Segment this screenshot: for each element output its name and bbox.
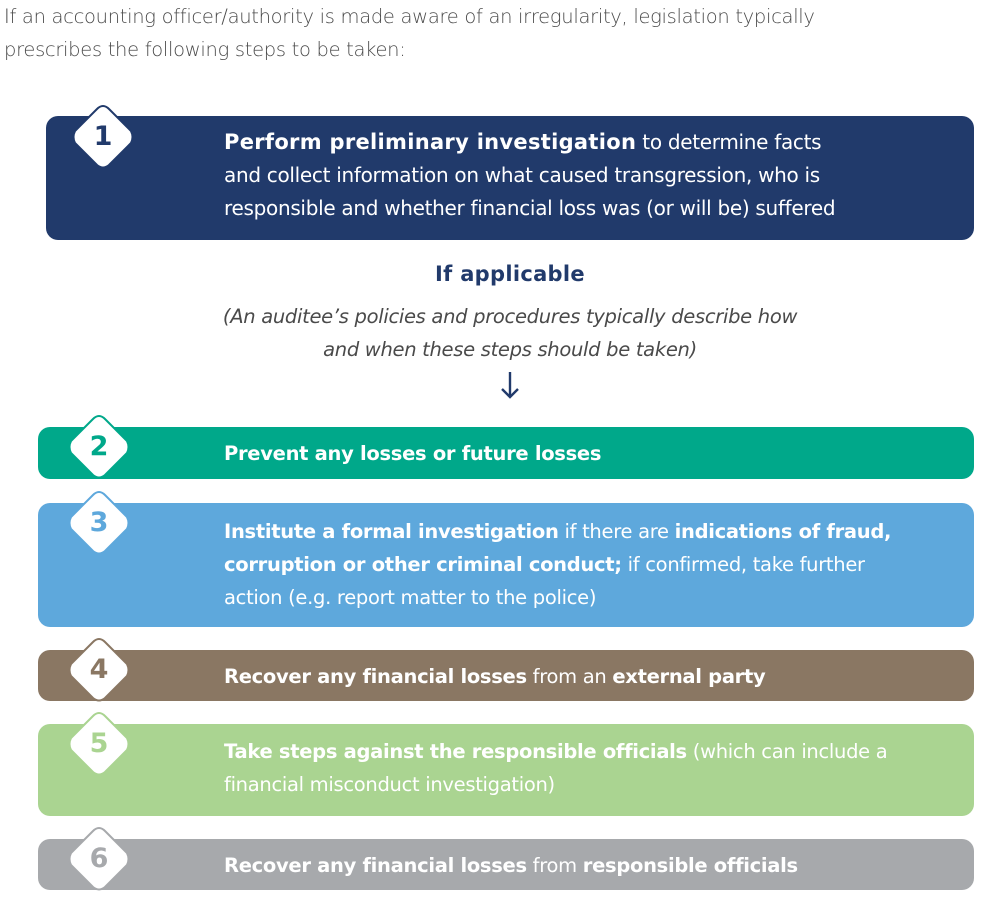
step-4-text: Recover any financial losses from an ext… [224,660,934,693]
diamond-icon [68,711,130,776]
intro-line-2: prescribes the following steps to be tak… [4,38,406,61]
arrow-down-icon [501,372,519,399]
step-6-text: Recover any financial losses from respon… [224,849,934,882]
step-2-bold: Prevent any losses or future losses [224,442,602,465]
step-3-badge: 3 [66,490,132,556]
step-3-text: Institute a formal investigation if ther… [224,515,934,614]
step-4-rest: from an [526,665,613,688]
step-5-text: Take steps against the responsible offic… [224,735,934,801]
intro-line-1: If an accounting officer/authority is ma… [4,5,815,28]
note-line-2: and when these steps should be taken) [323,338,697,361]
step-6-box: Recover any financial losses from respon… [38,839,974,890]
step-5-bold: Take steps against the responsible offic… [224,740,687,763]
step-2-box: Prevent any losses or future losses [38,427,974,479]
step-3-box: Institute a formal investigation if ther… [38,503,974,627]
step-5-badge: 5 [66,711,132,777]
step-6-bold-2: responsible officials [582,854,798,877]
step-1-box: Perform preliminary investigation to det… [46,116,974,240]
step-3-number: 3 [89,507,109,538]
step-1-bold: Perform preliminary investigation [224,130,637,154]
step-3-bold-3: corruption or other criminal conduct; [224,553,622,576]
step-2-text: Prevent any losses or future losses [224,437,934,470]
step-1-number: 1 [93,121,113,152]
step-5-rest: (which can include a [686,740,888,763]
step-4-number: 4 [89,654,109,685]
step-3-line-3: action (e.g. report matter to the police… [224,586,597,609]
note-line-1: (An auditee’s policies and procedures ty… [222,305,798,328]
diamond-icon [68,490,130,555]
if-applicable-heading: If applicable [435,262,585,286]
step-4-bold: Recover any financial losses [224,665,527,688]
step-5-line-2: financial misconduct investigation) [224,773,555,796]
step-2-badge: 2 [66,414,132,480]
step-1-text-rest: to determine facts [636,130,822,154]
step-6-number: 6 [89,843,109,874]
step-1-line-3: responsible and whether financial loss w… [224,196,836,220]
step-5-number: 5 [89,728,109,759]
step-4-box: Recover any financial losses from an ext… [38,650,974,701]
step-6-rest: from [526,854,583,877]
step-3-bold-2: indications of fraud, [674,520,892,543]
diamond-icon [68,826,130,891]
diamond-icon [72,104,134,169]
step-6-badge: 6 [66,826,132,892]
step-3-rest: if there are [558,520,675,543]
diamond-icon [68,414,130,479]
if-applicable-note: (An auditee’s policies and procedures ty… [150,300,870,366]
step-3-bold: Institute a formal investigation [224,520,559,543]
intro-paragraph: If an accounting officer/authority is ma… [4,0,964,66]
diamond-icon [68,637,130,702]
step-5-box: Take steps against the responsible offic… [38,724,974,816]
step-1-text: Perform preliminary investigation to det… [224,126,934,225]
step-4-badge: 4 [66,637,132,703]
step-2-number: 2 [89,431,109,462]
step-3-rest-2: if confirmed, take further [621,553,865,576]
step-6-bold: Recover any financial losses [224,854,527,877]
step-1-badge: 1 [70,104,136,170]
step-4-bold-2: external party [612,665,766,688]
step-1-line-2: and collect information on what caused t… [224,163,820,187]
